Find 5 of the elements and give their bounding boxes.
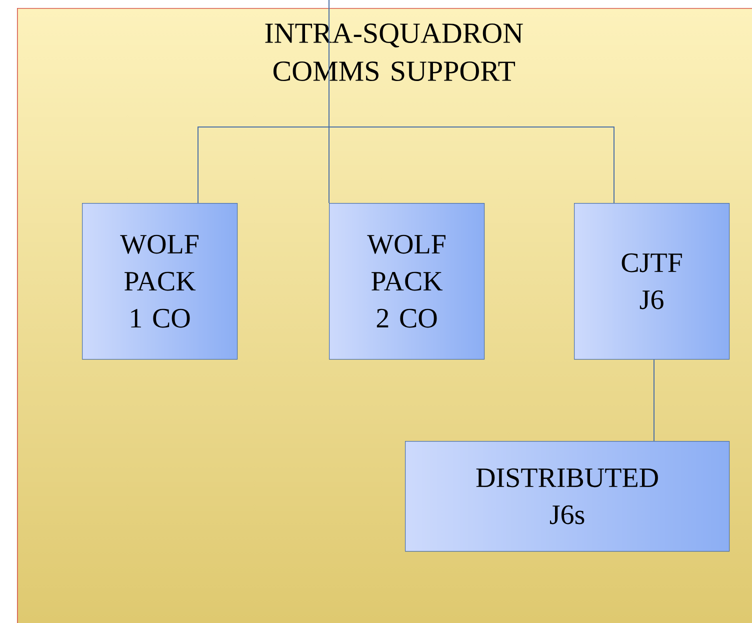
connector-line (328, 0, 614, 204)
org-box: CJTF J6 (574, 203, 730, 360)
org-box: WOLF PACK 1 CO (82, 203, 238, 360)
org-box: DISTRIBUTED J6s (405, 441, 730, 552)
org-box: WOLF PACK 2 CO (329, 203, 485, 360)
